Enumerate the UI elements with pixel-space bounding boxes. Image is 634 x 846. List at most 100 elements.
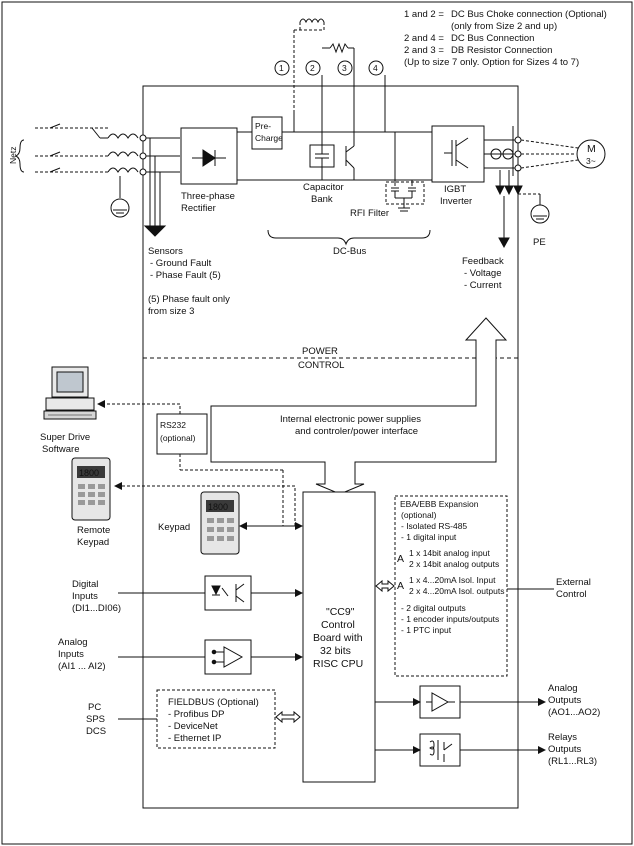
rfi-capacitor-icon [391,132,416,212]
digital-inputs-line-3: (DI1...DI06) [72,603,121,614]
control-board-line-5: RISC CPU [313,658,363,670]
drive-enclosure [142,85,519,809]
sensors-item-2: - Phase Fault (5) [150,270,221,281]
rfi-filter-box [385,181,425,205]
relay-outputs-line-3: (RL1...RL3) [548,756,597,767]
fieldbus-item-1: - Profibus DP [168,709,225,720]
expansion-text: EBA/EBB Expansion (optional) - Isolated … [397,499,504,635]
db-resistor [322,42,355,130]
keypad-display: 1800 [208,502,228,512]
sensors-item-1: - Ground Fault [150,258,212,269]
fieldbus-item-3: - Ethernet IP [168,733,221,744]
power-label: POWER [302,346,338,357]
computer-icon [43,366,97,420]
relay-outputs-line-1: Relays [548,732,577,743]
terminals: 1 2 3 4 [274,60,384,76]
expansion-link [375,579,395,593]
note-1-sub: (only from Size 2 and up) [451,21,557,32]
notes: 1 and 2 = DC Bus Choke connection (Optio… [404,9,607,68]
rs232-links [97,400,296,526]
expansion-line-5: 2 x 14bit analog outputs [409,559,499,569]
supplies-line-1: Internal electronic power supplies [280,414,421,425]
optocoupler-box [204,575,252,611]
dc-bus-choke [293,18,325,112]
remote-keypad-icon: 1800 [71,457,111,521]
dcs-label: DCS [86,726,106,737]
terminal-2: 2 [310,63,315,73]
relay-outputs-line-2: Outputs [548,744,582,755]
expansion-box [394,495,508,677]
analog-outputs-line-1: Analog [548,683,578,694]
rs232-box [156,413,208,455]
brake-transistor-icon [345,145,355,180]
keypad-icon: 1800 [200,491,240,555]
analog-outputs-line-3: (AO1...AO2) [548,707,600,718]
keypad-label: Keypad [158,522,190,533]
diode-icon [192,149,226,167]
capacitor-label-2: Bank [311,194,333,205]
note-1-key: 1 and 2 = [404,9,444,20]
expansion-line-9: - 1 encoder inputs/outputs [401,614,499,624]
motor-label-1: M [587,143,596,155]
dc-bus-label: DC-Bus [333,246,367,257]
expansion-line-10: - 1 PTC input [401,625,452,635]
feedback-item-1: - Voltage [464,268,502,279]
note-3-sub: (Up to size 7 only. Option for Sizes 4 t… [404,57,579,68]
dc-bus-bracket [267,229,431,246]
remote-keypad-display: 1800 [79,468,99,478]
expansion-line-4: 1 x 14bit analog input [409,548,490,558]
analog-outputs-line-2: Outputs [548,695,582,706]
terminal-1: 1 [279,63,284,73]
expansion-line-2: - Isolated RS-485 [401,521,467,531]
rectifier-label-1: Three-phase [181,191,235,202]
rfi-filter-label: RFI Filter [350,208,389,219]
precharge-box [251,116,283,150]
control-board-line-2: Control [321,619,355,631]
igbt-label-1: IGBT [444,184,466,195]
analog-inputs-line-2: Inputs [58,649,84,660]
analog-inputs-line-1: Analog [58,637,88,648]
relay-output-box [419,733,461,767]
sensor-taps [143,138,167,237]
sensors-block: Sensors - Ground Fault - Phase Fault (5)… [148,246,230,317]
control-label: CONTROL [298,360,344,371]
note-2-key: 2 and 4 = [404,33,444,44]
sps-label: SPS [86,714,105,725]
control-board-line-1: "CC9" [326,606,355,618]
feedback-block: Feedback - Voltage - Current [462,256,504,291]
control-board-line-3: Board with [313,632,363,644]
precharge-label-2: Charge [255,133,283,143]
fieldbus-title: FIELDBUS (Optional) [168,697,259,708]
expansion-line-8: - 2 digital outputs [401,603,466,613]
supplies-line-2: and controler/power interface [295,426,418,437]
relay-icon [429,740,453,762]
capacitor-label-1: Capacitor [303,182,344,193]
sensors-title: Sensors [148,246,183,257]
analog-input-amp-box [204,639,252,675]
motor-label-2: 3~ [586,156,596,166]
igbt-label-2: Inverter [440,196,472,207]
expansion-line-7: 2 x 4...20mA Isol. outputs [409,586,504,596]
rs232-line-1: RS232 [160,420,186,430]
feedback-arrow [498,196,510,249]
sensors-note-1: (5) Phase fault only [148,294,230,305]
remote-keypad-line-1: Remote [77,525,110,536]
fieldbus-link [275,710,301,724]
pe-label: PE [533,237,546,248]
output-amplifier-icon [426,692,455,712]
pc-label: PC [88,702,101,713]
optocoupler-icon [211,583,245,603]
precharge-label-1: Pre- [255,121,271,131]
power-interface-arrow [210,317,508,495]
super-drive-line-1: Super Drive [40,432,90,443]
super-drive-line-2: Software [42,444,80,455]
external-control-line-1: External [556,577,591,588]
note-3-key: 2 and 3 = [404,45,444,56]
netz-label: Netz [8,147,18,164]
note-2-text: DC Bus Connection [451,33,534,44]
digital-inputs-line-2: Inputs [72,591,98,602]
motor-output [484,126,606,224]
feedback-title: Feedback [462,256,504,267]
